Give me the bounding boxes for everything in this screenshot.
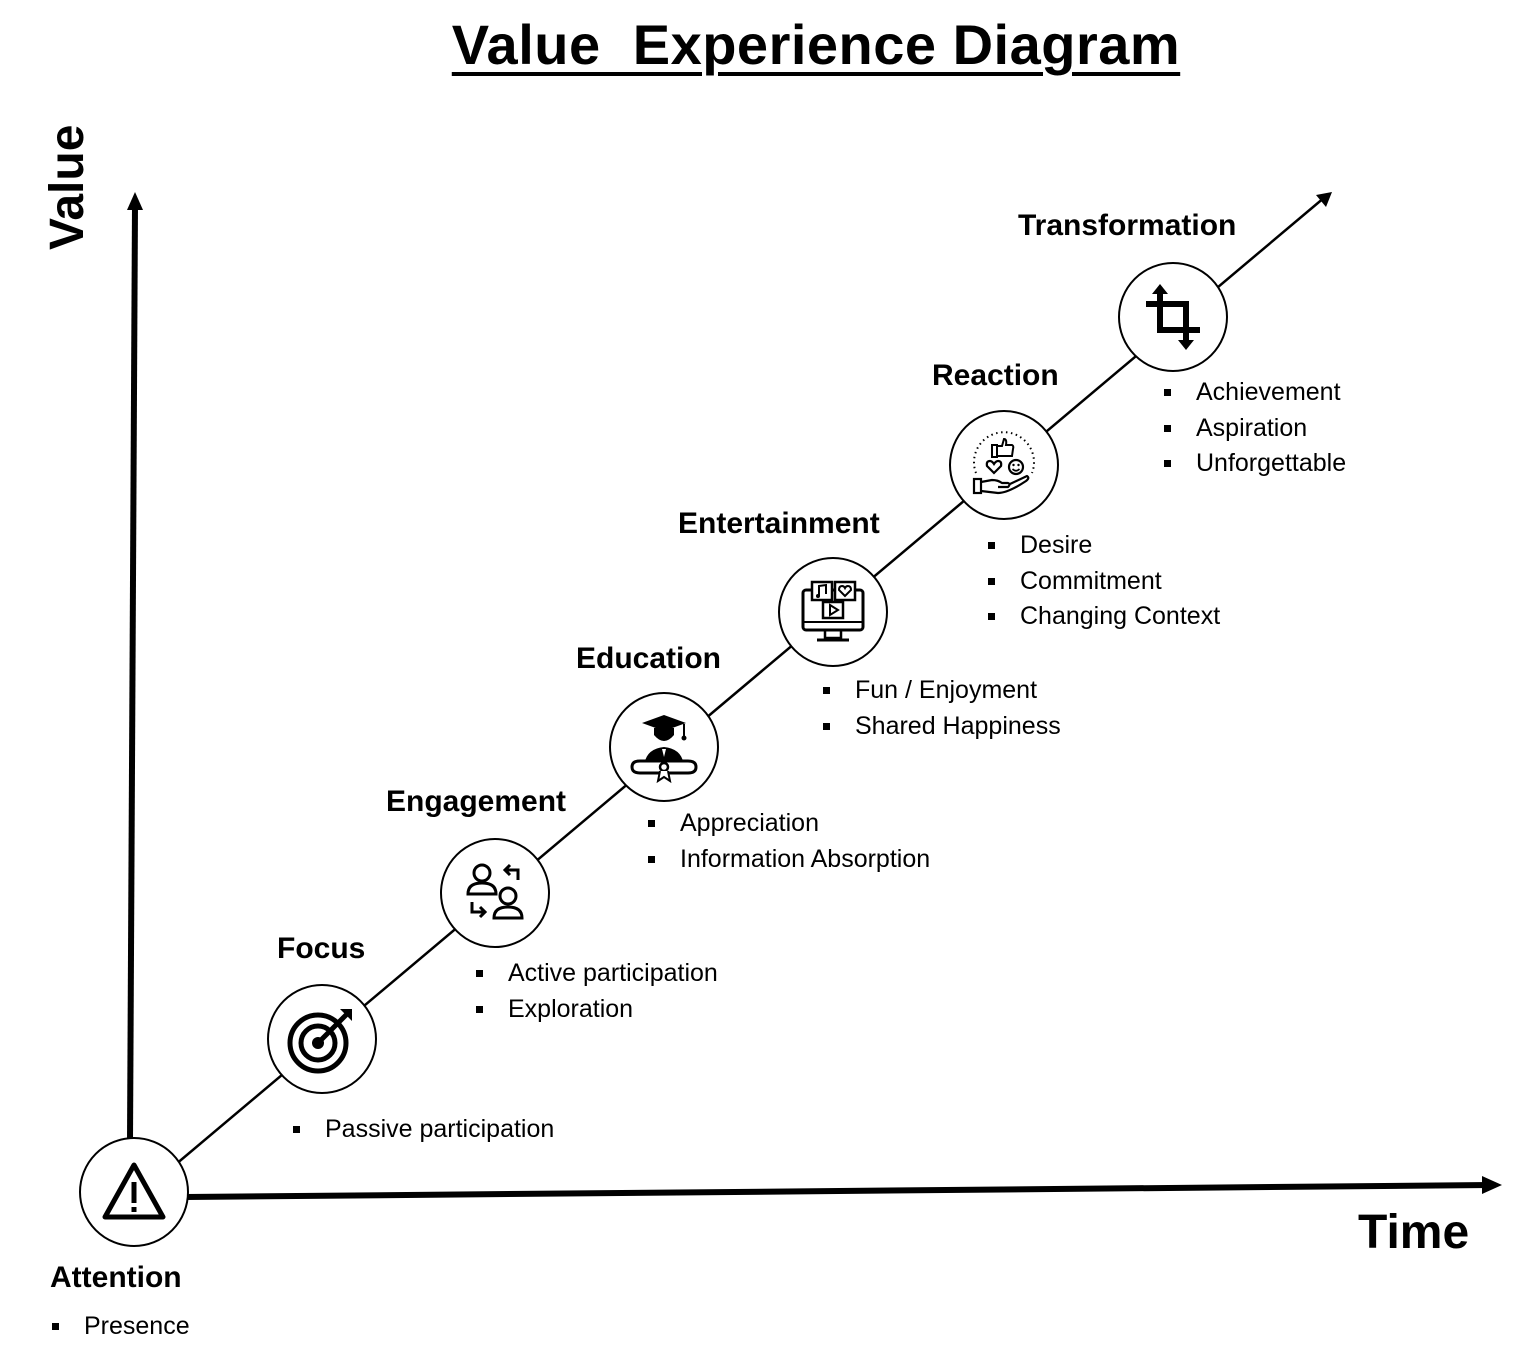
stage-education-title: Education: [576, 642, 722, 675]
users-exchange-icon: [466, 863, 524, 920]
stage-engagement-item: Active participation: [476, 956, 718, 992]
stage-reaction-item: Commitment: [988, 564, 1220, 600]
x-axis-arrowhead: [1482, 1176, 1502, 1194]
stage-entertainment-item: Fun / Enjoyment: [823, 673, 1061, 709]
stage-engagement-items: Active participation Exploration: [476, 956, 718, 1027]
stage-attention-item: Presence: [52, 1309, 190, 1345]
stage-focus-item: Passive participation: [293, 1112, 554, 1148]
stage-transformation-items: Achievement Aspiration Unforgettable: [1164, 375, 1346, 482]
stage-reaction-title: Reaction: [932, 359, 1059, 392]
y-axis-line: [127, 204, 138, 1141]
stage-entertainment-items: Fun / Enjoyment Shared Happiness: [823, 673, 1061, 744]
stage-reaction-item: Desire: [988, 528, 1220, 564]
stage-transformation-item: Aspiration: [1164, 411, 1346, 447]
stage-transformation-node: [1118, 262, 1228, 372]
warning-icon: [102, 1162, 166, 1220]
stage-engagement-title: Engagement: [386, 785, 567, 818]
media-screen-icon: [801, 580, 865, 642]
x-axis-label: Time: [1358, 1206, 1470, 1259]
stage-attention-title: Attention: [50, 1261, 182, 1294]
stage-education-node: [609, 692, 719, 802]
stage-focus-items: Passive participation: [293, 1112, 554, 1148]
diagram-title: Value Experience Diagram: [0, 12, 1536, 77]
x-axis-line: [185, 1182, 1491, 1200]
crop-transform-icon: [1146, 284, 1200, 350]
stage-engagement-node: [440, 838, 550, 948]
stage-entertainment-title: Entertainment: [678, 507, 880, 540]
stage-attention-items: Presence: [52, 1309, 190, 1345]
stage-entertainment-node: [778, 557, 888, 667]
progression-line: [174, 196, 1326, 1166]
stage-focus-title: Focus: [277, 932, 366, 965]
y-axis-arrowhead: [127, 192, 143, 210]
reaction-hand-icon: [972, 431, 1035, 495]
progression-arrowhead: [1316, 192, 1332, 207]
stage-education-item: Information Absorption: [648, 842, 930, 878]
stage-education-item: Appreciation: [648, 806, 930, 842]
stage-focus-node: [267, 984, 377, 1094]
target-icon: [287, 1009, 352, 1074]
stage-engagement-item: Exploration: [476, 992, 718, 1028]
stage-transformation-item: Unforgettable: [1164, 446, 1346, 482]
stage-reaction-item: Changing Context: [988, 599, 1220, 635]
stage-reaction-items: Desire Commitment Changing Context: [988, 528, 1220, 635]
stage-transformation-title: Transformation: [1018, 209, 1237, 242]
stage-entertainment-item: Shared Happiness: [823, 709, 1061, 745]
stage-reaction-node: [949, 410, 1059, 520]
graduate-icon: [630, 715, 698, 784]
stage-attention-node: [79, 1137, 189, 1247]
stage-transformation-item: Achievement: [1164, 375, 1346, 411]
stage-education-items: Appreciation Information Absorption: [648, 806, 930, 877]
diagram-title-text: Value Experience Diagram: [451, 13, 1181, 76]
